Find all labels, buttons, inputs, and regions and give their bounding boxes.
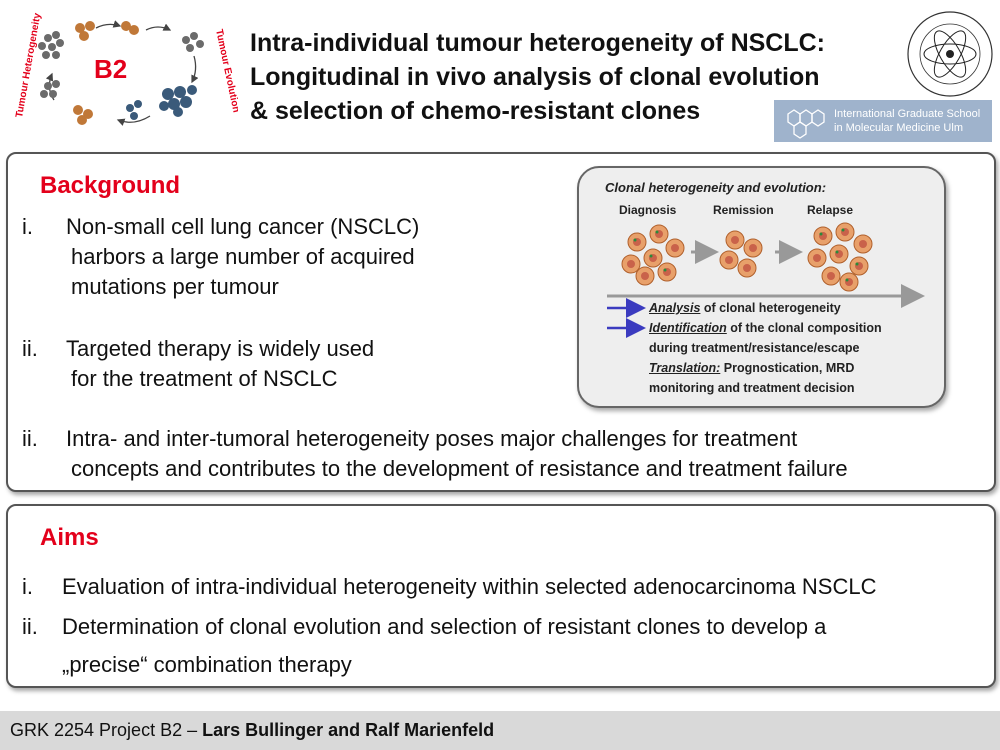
item-number: i. (22, 214, 33, 239)
title-line-1: Intra-individual tumour heterogeneity of… (250, 29, 826, 57)
item-line: „precise“ combination therapy (62, 652, 352, 677)
logo-arc-left: Tumour Heterogeneity (14, 12, 43, 119)
background-item-2: ii. Targeted therapy is widely used for … (22, 334, 582, 396)
figure-column-relapse: Relapse (807, 203, 854, 217)
logo-label: B2 (94, 54, 127, 84)
figure-line-identification: Identification of the clonal composition (649, 318, 882, 338)
logo-arc-right: Tumour Evolution (213, 28, 238, 113)
item-number: ii. (22, 614, 38, 639)
project-logo-graphic: Tumour Heterogeneity Tumour Evolution B2 (14, 12, 241, 126)
figure-line-identification-cont: during treatment/resistance/escape (649, 338, 860, 358)
school-line-2: in Molecular Medicine Ulm (834, 122, 963, 134)
aims-section: Aims i. Evaluation of intra-individual h… (6, 504, 996, 688)
graduate-school-name: International Graduate School in Molecul… (834, 107, 980, 135)
figure-line-translation: Translation: Prognostication, MRD (649, 358, 854, 378)
item-line: Non-small cell lung cancer (NSCLC) (66, 214, 420, 239)
project-logo: Tumour Heterogeneity Tumour Evolution B2 (8, 8, 241, 136)
clonal-evolution-figure: Clonal heterogeneity and evolution: Diag… (577, 166, 946, 408)
footer-text: GRK 2254 Project B2 – Lars Bullinger and… (10, 711, 494, 750)
background-item-1: i. Non-small cell lung cancer (NSCLC) ha… (22, 212, 582, 304)
footer-authors: Lars Bullinger and Ralf Marienfeld (202, 720, 495, 740)
item-line: concepts and contributes to the developm… (71, 456, 848, 481)
item-number: ii. (22, 336, 38, 361)
figure-line-rest: of clonal heterogeneity (700, 301, 841, 315)
figure-line-key: Identification (649, 321, 727, 335)
item-line: Targeted therapy is widely used (66, 336, 375, 361)
aims-item-1: i. Evaluation of intra-individual hetero… (22, 572, 988, 604)
item-line: Intra- and inter-tumoral heterogeneity p… (66, 426, 798, 451)
figure-title: Clonal heterogeneity and evolution: (605, 180, 827, 195)
school-line-1: International Graduate School (834, 108, 981, 120)
page-title: Intra-individual tumour heterogeneity of… (250, 26, 900, 128)
item-line: Evaluation of intra-individual heterogen… (62, 574, 877, 599)
footer-prefix: GRK 2254 Project B2 – (10, 720, 203, 740)
graduate-school-logo: International Graduate School in Molecul… (774, 100, 992, 142)
molecule-icon (787, 109, 825, 139)
item-line: Determination of clonal evolution and se… (62, 614, 827, 639)
item-line: harbors a large number of acquired (71, 244, 415, 269)
figure-line-rest: monitoring and treatment decision (649, 381, 855, 395)
figure-line-rest: Prognostication, MRD (720, 361, 855, 375)
item-number: ii. (22, 426, 38, 451)
figure-line-translation-cont: monitoring and treatment decision (649, 378, 855, 398)
item-number: i. (22, 574, 33, 599)
title-line-3: & selection of chemo-resistant clones (250, 97, 701, 125)
aims-heading: Aims (40, 524, 99, 551)
figure-column-diagnosis: Diagnosis (619, 203, 677, 217)
university-seal-icon (907, 11, 993, 97)
figure-line-key: Translation: (649, 361, 721, 375)
background-heading: Background (40, 172, 181, 199)
figure-line-rest: of the clonal composition (726, 321, 882, 335)
aims-item-2: ii. Determination of clonal evolution an… (22, 612, 988, 682)
figure-line-rest: during treatment/resistance/escape (649, 341, 860, 355)
figure-column-remission: Remission (713, 203, 774, 217)
footer: GRK 2254 Project B2 – Lars Bullinger and… (0, 711, 1000, 750)
figure-line-key: Analysis (649, 301, 701, 315)
title-line-2: Longitudinal in vivo analysis of clonal … (250, 63, 820, 91)
item-line: mutations per tumour (71, 274, 279, 299)
background-item-3: ii. Intra- and inter-tumoral heterogenei… (22, 424, 982, 486)
cell-illustration (607, 222, 925, 338)
item-line: for the treatment of NSCLC (71, 366, 338, 391)
figure-line-analysis: Analysis of clonal heterogeneity (649, 298, 841, 318)
university-seal (906, 10, 994, 98)
